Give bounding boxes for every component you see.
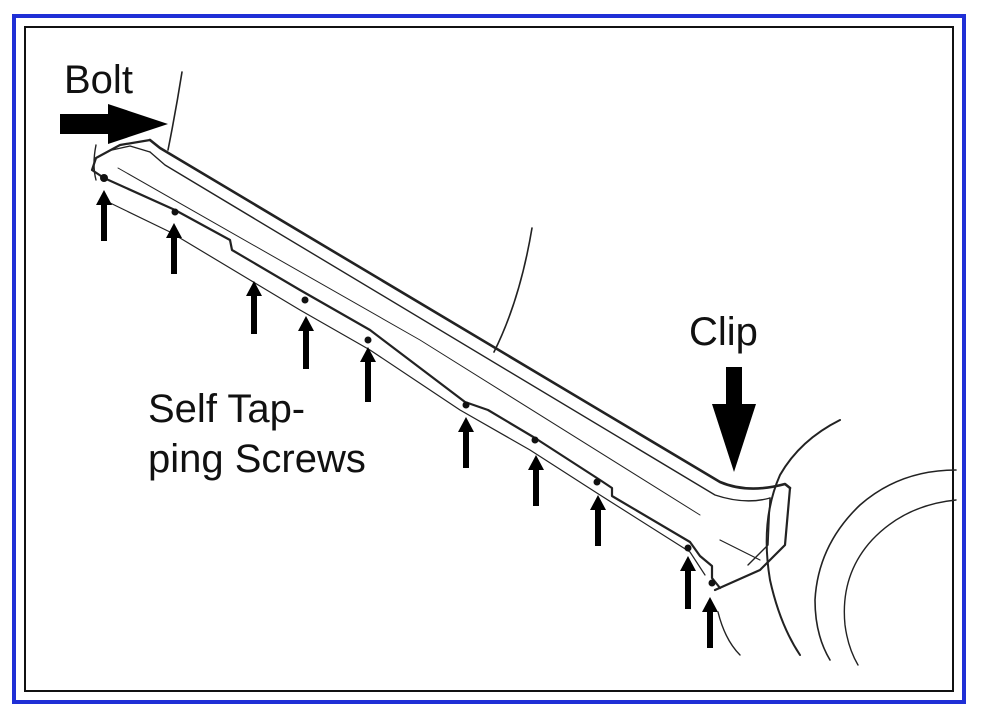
panel-front-inner [111, 145, 151, 153]
arrow-up-icon [246, 281, 262, 334]
screws-label-line-2: ping Screws [148, 437, 366, 481]
bolt-label: Bolt [64, 58, 133, 102]
arrow-up-icon [680, 556, 696, 609]
panel-mid-crease [117, 167, 701, 516]
arrow-up-icon [166, 223, 182, 274]
panel-top-lip [149, 151, 771, 502]
panel-top-edge [148, 138, 792, 490]
panel-bottom-flange [102, 176, 722, 590]
body-rear-line [717, 611, 741, 656]
wheel-arch-rim [843, 499, 957, 666]
wheel-arch-outer [765, 419, 841, 656]
self-tapping-screws-label: Self Tap- ping Screws [148, 384, 366, 484]
panel-rear-cap-inner [747, 497, 771, 566]
arrow-up-icon [96, 190, 112, 241]
screws-label-line-1: Self Tap- [148, 387, 306, 431]
arrow-up-icon [360, 347, 376, 402]
arrow-up-icon [590, 495, 606, 546]
wheel-arch-inner [814, 469, 957, 661]
arrow-right-icon [60, 104, 168, 144]
arrow-up-icon [458, 417, 474, 468]
body-door-line [493, 227, 533, 353]
arrow-down-icon [712, 367, 756, 472]
panel-rear-cap [713, 486, 792, 592]
arrow-up-icon [298, 316, 314, 369]
screw-arrows [96, 190, 718, 648]
body-pillar-line [167, 71, 183, 151]
arrow-up-icon [702, 597, 718, 648]
panel-rear-face [719, 539, 761, 561]
arrow-up-icon [528, 455, 544, 506]
clip-label: Clip [689, 310, 758, 354]
screw-holes [100, 174, 716, 587]
panel-front-cap [90, 138, 152, 180]
panel-lower-edge [103, 199, 706, 576]
outer-frame [12, 14, 966, 704]
